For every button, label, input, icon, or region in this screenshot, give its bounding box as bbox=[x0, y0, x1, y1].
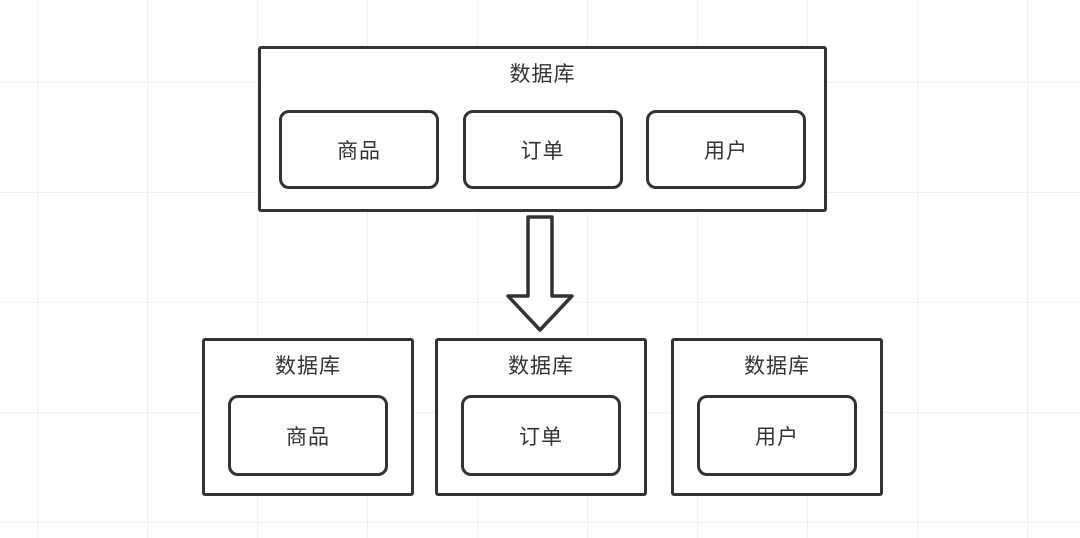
bottom-table-box-user: 用户 bbox=[697, 395, 857, 476]
bottom-database-label-user: 数据库 bbox=[744, 355, 810, 378]
bottom-database-label-order: 数据库 bbox=[508, 355, 574, 378]
bottom-database-box-order: 数据库 订单 bbox=[435, 338, 647, 496]
top-database-box: 数据库 商品 订单 用户 bbox=[258, 46, 827, 212]
bottom-database-box-product: 数据库 商品 bbox=[202, 338, 414, 496]
top-database-label: 数据库 bbox=[509, 63, 576, 86]
table-box-order: 订单 bbox=[462, 110, 623, 189]
table-box-user: 用户 bbox=[646, 110, 806, 189]
top-tables-row: 商品 订单 用户 bbox=[261, 110, 824, 189]
table-box-product: 商品 bbox=[279, 110, 439, 189]
bottom-table-box-order: 订单 bbox=[461, 395, 621, 476]
down-arrow-icon bbox=[506, 215, 574, 332]
bottom-table-box-product: 商品 bbox=[228, 395, 388, 476]
bottom-database-label-product: 数据库 bbox=[275, 355, 341, 378]
bottom-database-box-user: 数据库 用户 bbox=[671, 338, 883, 496]
